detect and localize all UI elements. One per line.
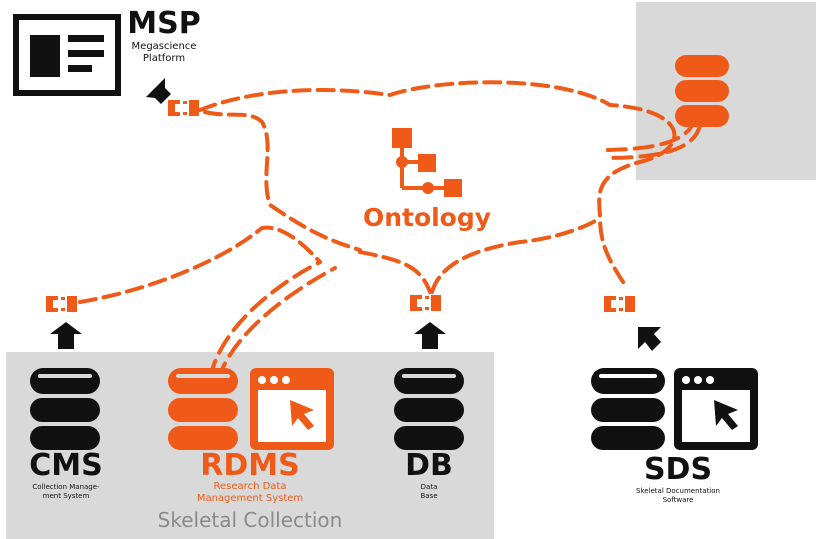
rdms-subtitle-line1: Research Data xyxy=(213,481,287,492)
ontology-title: Ontology xyxy=(363,203,491,232)
sds-database-icon xyxy=(591,368,665,450)
cms-subtitle-line1: Collection Manage- xyxy=(32,483,100,491)
rdms-subtitle-line2: Management System xyxy=(196,493,304,504)
msp-subtitle-line1: Megascience xyxy=(131,41,197,52)
msp-title: MSP xyxy=(127,6,201,41)
edges xyxy=(208,116,702,382)
cms-title: CMS xyxy=(29,448,103,483)
cms-subtitle-line2: ment System xyxy=(42,492,90,500)
plug-connector-icon xyxy=(604,296,635,312)
cms-database-icon xyxy=(30,368,100,450)
browser-window-icon xyxy=(13,14,121,96)
db-subtitle-line2: Base xyxy=(420,492,438,500)
rdms-title: RDMS xyxy=(200,448,300,483)
arrow-icon xyxy=(50,322,82,349)
ontology-cloud xyxy=(78,80,677,304)
external-database-icon xyxy=(675,55,729,127)
sds-app-window-cursor-icon xyxy=(674,368,758,450)
sds-subtitle-line2: Software xyxy=(662,496,694,504)
db-database-icon xyxy=(394,368,464,450)
sds-subtitle-line1: Skeletal Documentation xyxy=(636,487,720,495)
msp-subtitle-line2: Platform xyxy=(142,53,186,64)
db-subtitle-line1: Data xyxy=(420,483,438,491)
plug-connector-icon xyxy=(168,100,199,116)
sds-title: SDS xyxy=(643,452,713,487)
rdms-app-window-cursor-icon xyxy=(250,368,334,450)
arrow-icon xyxy=(638,327,661,351)
rdms-database-icon xyxy=(168,368,238,450)
hierarchy-tree-icon xyxy=(392,128,462,197)
arrow-icon xyxy=(414,322,446,349)
db-title: DB xyxy=(405,448,453,483)
arrow-icon xyxy=(146,78,171,104)
plug-connector-icon xyxy=(46,296,77,312)
skeletal-collection-label: Skeletal Collection xyxy=(157,508,343,532)
plug-connector-icon xyxy=(410,295,441,311)
